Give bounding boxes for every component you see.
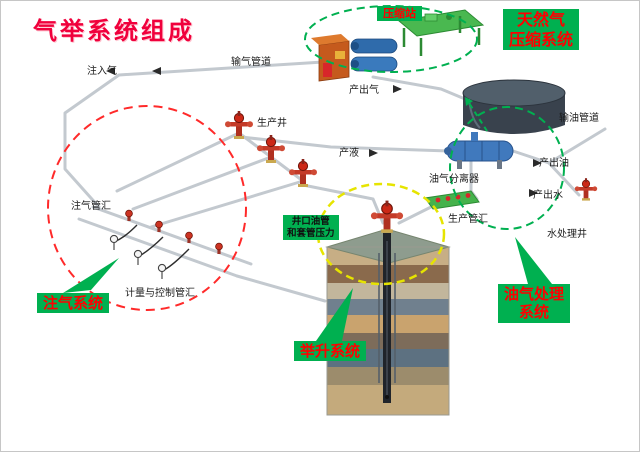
label-produced-liquid: 产液: [339, 148, 359, 159]
label-gas-injection-manifold: 注气管汇: [71, 201, 111, 212]
label-injection-system: 注气系统: [37, 293, 110, 314]
label-produced-gas: 产出气: [349, 85, 379, 96]
label-produced-water: 产出水: [533, 190, 563, 201]
label-lifting-system: 举升系统: [294, 341, 367, 362]
pressure-gauge-icon: [109, 234, 119, 251]
label-injection-gas: 注入气: [87, 66, 117, 77]
label-oil-gas-separator: 油气分离器: [429, 174, 479, 185]
injection-system-ellipse: [47, 105, 247, 311]
page-title: 气举系统组成: [33, 17, 195, 45]
pressure-gauge-icon: [133, 249, 143, 266]
water-well-tree-icon: [574, 177, 598, 202]
metering-hoses: [113, 224, 190, 272]
label-produced-oil: 产出油: [539, 158, 569, 169]
label-natural-gas-compression-system: 天然气 压缩系统: [503, 9, 580, 51]
flow-arrows: [106, 67, 542, 197]
processing-system-arrow: [515, 237, 552, 284]
label-oil-gas-processing-system: 油气处理 系统: [498, 284, 571, 323]
label-wellhead-pressure: 井口油管 和套管压力: [283, 215, 339, 241]
label-metering-control-manifold: 计量与控制管汇: [125, 288, 195, 299]
pressure-gauge-icon: [157, 263, 167, 280]
compression-system-ellipse: [304, 5, 478, 73]
label-compression-station: 压缩站: [377, 6, 422, 22]
label-oil-pipeline: 输油管道: [559, 113, 599, 124]
gas-flow-dashed-arrow: [465, 97, 488, 132]
lifting-system-arrow: [316, 288, 353, 341]
label-production-well: 生产井: [257, 118, 287, 129]
injection-system-arrow: [63, 258, 119, 293]
label-production-manifold: 生产管汇: [448, 214, 488, 225]
compressor-station-icon: [311, 34, 398, 82]
separator-icon: [444, 132, 514, 169]
lifting-system-ellipse: [316, 182, 446, 286]
label-water-treatment-well: 水处理井: [547, 229, 587, 240]
label-gas-pipeline: 输气管道: [231, 57, 271, 68]
wellhead-tree-icon: [224, 110, 254, 140]
underground-cross-section: [325, 228, 451, 416]
processing-system-ellipse: [449, 106, 565, 230]
storage-tank-icon: [462, 79, 566, 134]
